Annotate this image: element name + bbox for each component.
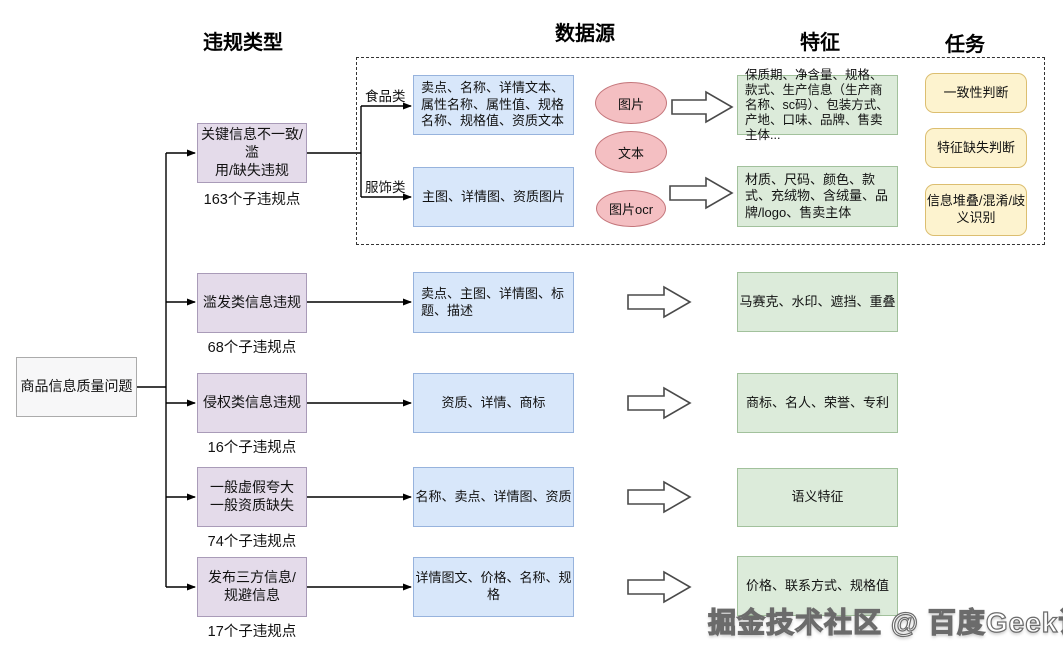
violation-box: 滥发类信息违规 [197, 273, 307, 333]
flow-arrow-icon [671, 90, 734, 124]
modality-ellipse-image-ocr: 图片ocr [596, 190, 666, 227]
data-source-box: 主图、详情图、资质图片 [413, 167, 574, 227]
data-source-box: 名称、卖点、详情图、资质 [413, 467, 574, 527]
flow-arrow-icon [627, 570, 692, 604]
modality-ellipse-text: 文本 [595, 131, 667, 173]
data-source-box: 卖点、名称、详情文本、属性名称、属性值、规格名称、规格值、资质文本 [413, 75, 574, 135]
header-feature: 特征 [800, 32, 840, 54]
header-task: 任务 [945, 34, 985, 56]
flow-arrow-icon [627, 386, 692, 420]
feature-box: 价格、联系方式、规格值 [737, 556, 898, 616]
violation-count: 17个子违规点 [207, 624, 297, 640]
fork-line [307, 106, 362, 197]
violation-count: 68个子违规点 [207, 340, 297, 356]
violation-box: 一般虚假夸大 一般资质缺失 [197, 467, 307, 527]
modality-ellipse-image: 图片 [595, 82, 667, 124]
task-box: 一致性判断 [925, 73, 1027, 113]
branch-label-apparel: 服饰类 [365, 180, 406, 195]
violation-count: 163个子违规点 [203, 192, 301, 208]
violation-box: 侵权类信息违规 [197, 373, 307, 433]
violation-box: 关键信息不一致/滥 用/缺失违规 [197, 123, 307, 183]
root-box: 商品信息质量问题 [16, 357, 137, 417]
feature-box: 材质、尺码、颜色、款式、充绒物、含绒量、品牌/logo、售卖主体 [737, 166, 898, 227]
data-source-box: 资质、详情、商标 [413, 373, 574, 433]
task-box: 信息堆叠/混淆/歧 义识别 [925, 184, 1027, 236]
feature-box: 保质期、净含量、规格、款式、生产信息（生产商名称、sc码）、包装方式、产地、口味… [737, 68, 898, 142]
flow-arrow-icon [669, 176, 734, 210]
dashed-group-border [356, 57, 1045, 245]
feature-box: 语义特征 [737, 468, 898, 527]
violation-box: 发布三方信息/ 规避信息 [197, 557, 307, 617]
feature-box: 马赛克、水印、遮挡、重叠 [737, 272, 898, 332]
feature-box: 商标、名人、荣誉、专利 [737, 373, 898, 433]
header-violation-type: 违规类型 [203, 32, 283, 54]
violation-count: 16个子违规点 [207, 440, 297, 456]
data-source-box: 卖点、主图、详情图、标题、描述 [413, 272, 574, 333]
flow-arrow-icon [627, 480, 692, 514]
task-box: 特征缺失判断 [925, 128, 1027, 168]
data-source-box: 详情图文、价格、名称、规格 [413, 557, 574, 617]
violation-count: 74个子违规点 [207, 534, 297, 550]
branch-label-food: 食品类 [365, 89, 406, 104]
watermark: 掘金技术社区 @ 百度Geek说 [707, 606, 1063, 638]
header-data-source: 数据源 [555, 23, 615, 45]
flow-arrow-icon [627, 285, 692, 319]
